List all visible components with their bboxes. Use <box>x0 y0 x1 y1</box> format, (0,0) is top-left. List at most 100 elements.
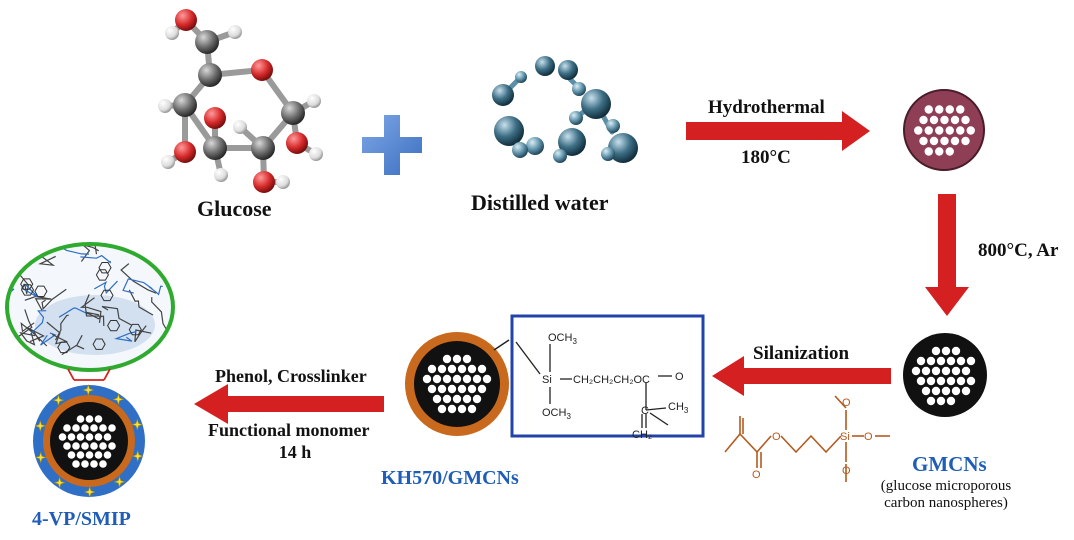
kh570-structure-box: OCH3 Si CH₂CH₂CH₂OC O OCH3 C CH3 CH₂ <box>510 314 705 441</box>
pore-dot <box>936 376 946 386</box>
methyl-text: CH3 <box>668 401 689 415</box>
pore-dot <box>452 374 462 384</box>
kh-o-top-text: O <box>842 397 851 409</box>
kh-carbonyl-o-text: O <box>752 469 761 481</box>
pore-dot <box>951 366 961 376</box>
pore-dot <box>72 442 80 450</box>
pore-dot <box>477 364 487 374</box>
pore-dot <box>931 346 941 356</box>
polymer-chain <box>148 285 163 296</box>
pore-dot <box>457 384 467 394</box>
aromatic-ring <box>100 289 114 302</box>
binding-site-star-icon <box>83 485 96 498</box>
pore-dot <box>85 415 94 423</box>
pore-dot <box>63 424 71 432</box>
aromatic-ring <box>128 323 142 336</box>
polymer-chain <box>40 332 57 346</box>
gmcns-description-line1: (glucose microporous <box>880 478 1012 494</box>
pore-dot <box>951 346 961 356</box>
pore-dot <box>951 386 961 396</box>
pore-dot <box>427 364 437 374</box>
polymer-chain <box>7 250 24 261</box>
pore-dot <box>966 126 975 135</box>
pore-dot <box>482 374 492 384</box>
pore-dot <box>916 356 926 366</box>
gmcns-description-line2: carbon nanospheres) <box>884 495 1008 511</box>
polymer-chain <box>94 280 118 294</box>
pore-dot <box>941 346 951 356</box>
pore-dot <box>921 366 931 376</box>
pore-dot <box>935 147 944 156</box>
polymer-chain <box>84 294 105 327</box>
aromatic-ring <box>98 262 112 274</box>
methylene-text: CH₂ <box>632 429 652 441</box>
polymer-chain <box>19 332 36 346</box>
polymer-chain <box>120 263 157 294</box>
pore-dot <box>437 384 447 394</box>
pore-dot <box>462 394 472 404</box>
pore-dot <box>437 364 447 374</box>
smip-sphere <box>33 384 145 498</box>
binding-site-star-icon <box>112 393 125 406</box>
pore-dot <box>961 115 970 125</box>
pore-dot <box>946 396 956 406</box>
pore-dot <box>940 115 949 125</box>
pore-dot <box>422 374 432 384</box>
pore-dot <box>67 451 76 459</box>
pore-dot <box>467 384 477 394</box>
hydrochar-sphere <box>903 89 985 171</box>
polymer-chain <box>56 244 90 255</box>
silanization-arrow <box>712 356 891 396</box>
kh570-gmcns-sphere <box>405 332 510 436</box>
aromatic-ring <box>34 285 48 297</box>
hydrothermal-arrow <box>686 111 870 151</box>
gmcns-description: (glucose microporous carbon nanospheres) <box>872 478 1020 512</box>
pore-dot <box>945 147 954 156</box>
pore-dot <box>467 404 477 414</box>
pore-dot <box>477 384 487 394</box>
binding-site-star-icon <box>113 475 126 488</box>
aromatic-ring <box>20 284 35 296</box>
pore-dot <box>941 366 951 376</box>
kh-o-right-text: O <box>864 431 873 443</box>
pore-dot <box>437 404 447 414</box>
polymer-chain <box>58 307 89 318</box>
pore-dot <box>467 364 477 374</box>
si-text: Si <box>542 374 552 386</box>
carbonization-arrow <box>925 194 969 316</box>
pore-dot <box>94 433 103 441</box>
pore-dot <box>919 136 928 146</box>
gmcns-sphere <box>903 333 987 417</box>
kh-si-text: Si <box>840 431 850 443</box>
reagents-label: Phenol, Crosslinker <box>215 366 367 386</box>
pore-dot <box>103 451 112 459</box>
pore-dot <box>961 386 971 396</box>
pore-dot <box>961 136 970 146</box>
pore-dot <box>950 136 960 146</box>
pore-dot <box>926 396 936 406</box>
pore-dot <box>462 354 472 364</box>
functional-monomer-label: Functional monomer <box>208 420 370 440</box>
polymer-chain <box>24 295 52 311</box>
pore-dot <box>931 386 941 396</box>
pore-dot <box>462 374 472 384</box>
pore-dot <box>58 433 67 441</box>
chain-text: CH₂CH₂CH₂OC <box>573 374 650 386</box>
polymer-chain <box>61 334 85 356</box>
polymer-chain <box>20 321 48 347</box>
aromatic-ring <box>95 269 109 281</box>
polymer-chain <box>101 305 132 326</box>
pore-dot <box>929 136 939 146</box>
pore-dot <box>85 433 94 441</box>
kh570-skeletal-structure: O O Si O O O <box>724 395 890 482</box>
pore-dot <box>94 415 103 423</box>
alkene-c-text: C <box>641 405 649 417</box>
pore-dot <box>941 386 951 396</box>
binding-site-star-icon <box>131 450 144 463</box>
pore-dot <box>108 442 116 450</box>
kh-o-text: O <box>772 431 781 443</box>
pore-dot <box>911 366 921 376</box>
pore-dot <box>457 404 467 414</box>
pore-dot <box>90 460 98 468</box>
pore-dot <box>457 364 467 374</box>
